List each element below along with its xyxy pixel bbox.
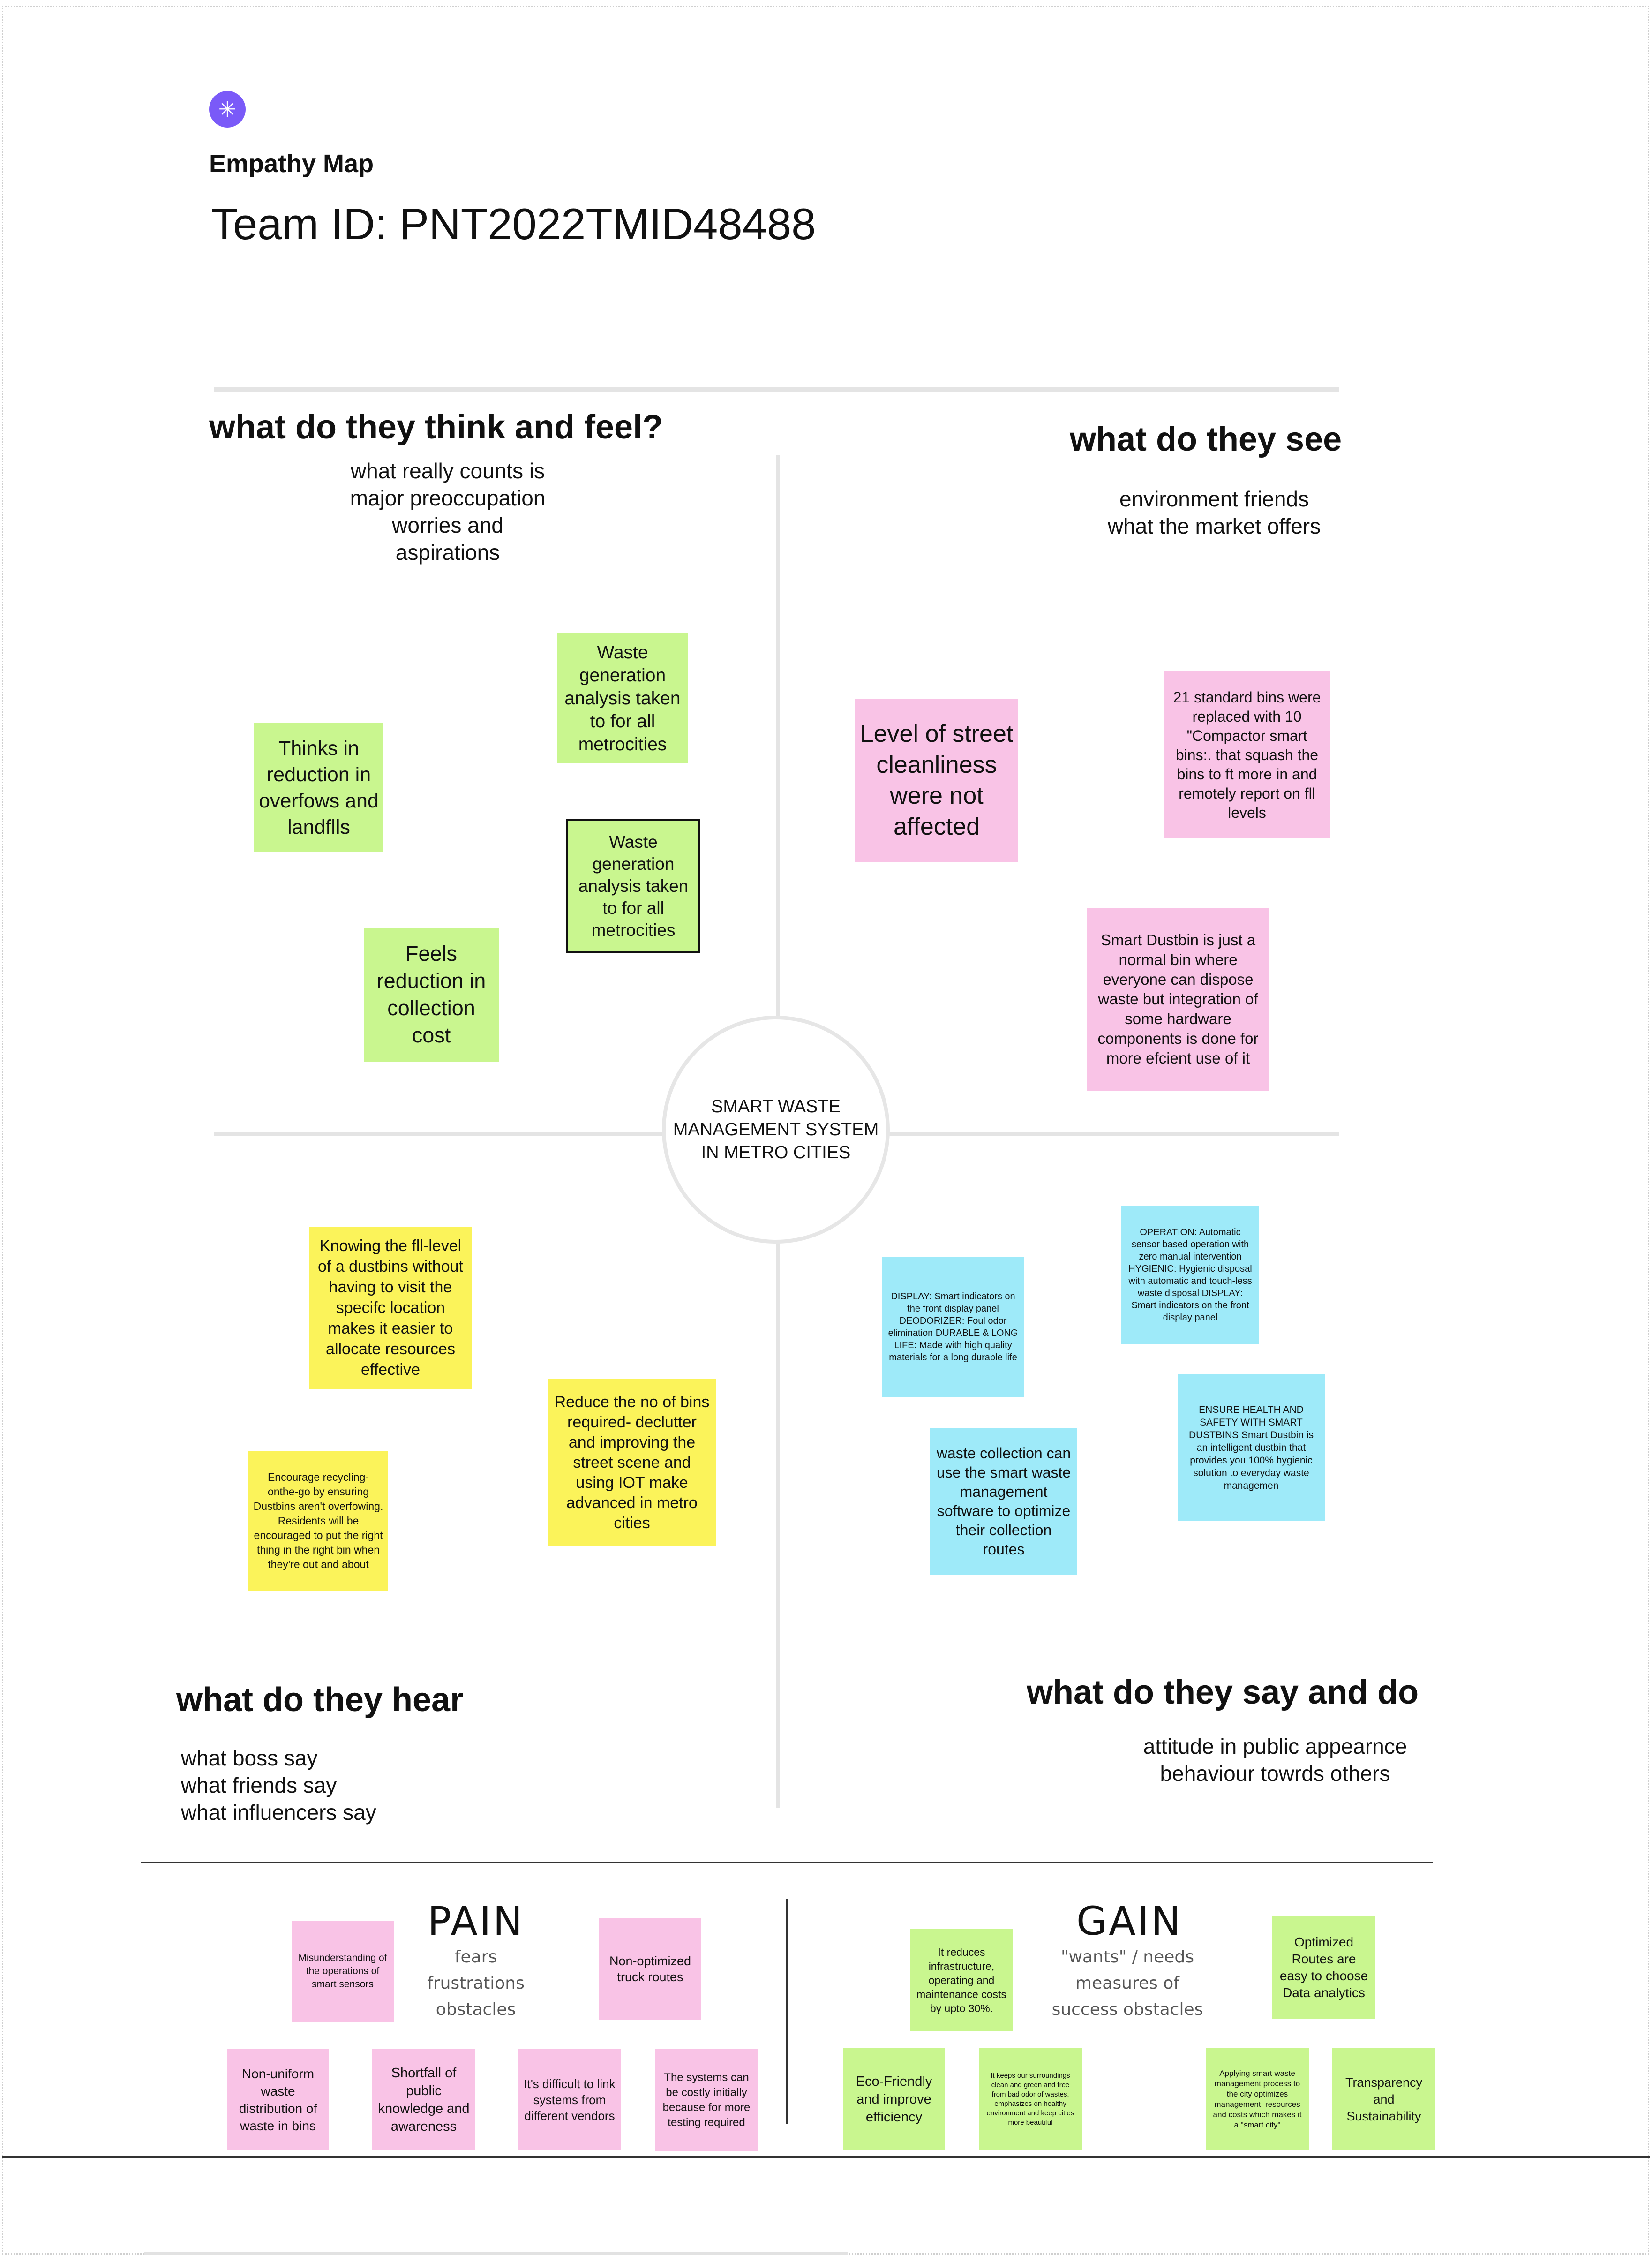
sticky-note[interactable]: Smart Dustbin is just a normal bin where… [1087,908,1269,1091]
gain-title: GAIN [1076,1898,1183,1944]
pain-title: PAIN [428,1898,525,1944]
hear-subtitle: what boss say what friends say what infl… [181,1744,376,1826]
bottom-scrollbar[interactable] [144,2252,848,2255]
sticky-note[interactable]: Eco-Friendly and improve efficiency [843,2048,945,2150]
sticky-note[interactable]: Misunderstanding of the operations of sm… [292,1921,394,2022]
think-feel-title: what do they think and feel? [209,408,663,446]
sparkle-icon: ✳ [209,91,246,128]
sticky-note[interactable]: ENSURE HEALTH AND SAFETY WITH SMART DUST… [1178,1374,1325,1521]
say-do-subtitle: attitude in public appearnce behaviour t… [1143,1734,1407,1786]
pain-gain-top-line [141,1862,1433,1863]
sticky-note[interactable]: OPERATION: Automatic sensor based operat… [1121,1206,1259,1344]
hear-title: what do they hear [176,1681,464,1719]
team-id: Team ID: PNT2022TMID48488 [211,199,816,249]
hear-subtitle-line: what friends say [181,1773,337,1797]
pain-gain-separator [786,1899,788,2124]
center-topic: SMART WASTE MANAGEMENT SYSTEM IN METRO C… [662,1016,890,1244]
sticky-note[interactable]: Waste generation analysis taken to for a… [566,819,700,953]
horizontal-axis-left [214,1132,663,1136]
sticky-note[interactable]: Applying smart waste management process … [1206,2048,1309,2150]
sticky-note[interactable]: Reduce the no of bins required- declutte… [548,1379,716,1546]
think-feel-subtitle: what really counts is major preoccupatio… [350,459,546,565]
sticky-note[interactable]: It's difficult to link systems from diff… [518,2049,621,2150]
top-divider [214,387,1339,392]
gain-subtitle: "wants" / needs measures of success obst… [1051,1947,1203,2019]
pain-gain-bottom-line [2,2156,1650,2158]
vertical-axis-top [776,455,780,1018]
sticky-note[interactable]: Encourage recycling-onthe-go by ensuring… [248,1451,388,1591]
sticky-note[interactable]: Waste generation analysis taken to for a… [557,633,688,763]
vertical-axis-bottom [776,1243,780,1808]
sticky-note[interactable]: Knowing the fll-level of a dustbins with… [309,1227,472,1389]
sticky-note[interactable]: The systems can be costly initially beca… [655,2049,758,2151]
sticky-note[interactable]: Thinks in reduction in overfows and land… [254,723,383,852]
sticky-note[interactable]: 21 standard bins were replaced with 10 "… [1164,671,1330,838]
see-title: what do they see [1070,421,1342,458]
sticky-note[interactable]: waste collection can use the smart waste… [930,1428,1077,1575]
say-do-title: what do they say and do [1027,1674,1419,1711]
sticky-note[interactable]: DISPLAY: Smart indicators on the front d… [882,1257,1024,1397]
pain-subtitle: fears frustrations obstacles [427,1947,525,2019]
template-title: Empathy Map [209,150,374,178]
sticky-note[interactable]: Feels reduction in collection cost [364,928,499,1062]
see-subtitle: environment friends what the market offe… [1107,487,1321,538]
sticky-note[interactable]: It reduces infrastructure, operating and… [910,1929,1013,2031]
horizontal-axis-right [889,1132,1339,1136]
sticky-note[interactable]: Transparency and Sustainability [1332,2048,1435,2150]
sticky-note[interactable]: Shortfall of public knowledge and awaren… [372,2049,475,2150]
hear-subtitle-line: what influencers say [181,1800,376,1825]
hear-subtitle-line: what boss say [181,1746,318,1770]
sticky-note[interactable]: Non-optimized truck routes [599,1918,701,2020]
sticky-note[interactable]: It keeps our surroundings clean and gree… [979,2048,1082,2150]
sticky-note[interactable]: Level of street cleanliness were not aff… [855,699,1018,862]
sticky-note[interactable]: Non-uniform waste distribution of waste … [227,2049,329,2150]
sticky-note[interactable]: Optimized Routes are easy to choose Data… [1272,1916,1375,2019]
